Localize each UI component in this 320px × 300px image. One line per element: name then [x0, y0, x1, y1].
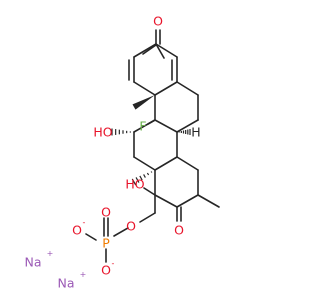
bond-c8-c9	[154, 119, 178, 133]
bond-c7-c8	[176, 119, 199, 133]
bond-c12-c13	[133, 156, 156, 171]
bond-c3-c4a	[155, 43, 165, 59]
bond-c14-c15	[176, 156, 199, 171]
atom-label-na_1: Na	[24, 255, 41, 270]
bond-c16-methyl	[197, 194, 220, 208]
charge-o_neg_1: -	[83, 218, 86, 227]
bond-lines	[85, 29, 220, 263]
bond-c1-c10	[133, 81, 156, 96]
charge-na_1: +	[47, 249, 54, 258]
atom-label-o_neg_1: O	[72, 223, 82, 238]
bond-c16-c17a	[176, 194, 199, 208]
bond-c13-methyl-dash-1	[150, 171, 153, 173]
charge-o_neg_2: -	[112, 259, 115, 268]
bond-c5-c6	[176, 81, 199, 96]
atom-label-o_ester: O	[126, 219, 136, 234]
atom-label-o_neg_2: O	[101, 263, 111, 278]
bond-c9-c11	[133, 119, 156, 133]
bond-c4-c3	[155, 43, 178, 58]
atom-label-oh_c11: HO	[93, 125, 112, 140]
bond-c13-methyl-dash-3	[143, 174, 146, 178]
bond-p-o-neg1	[85, 233, 97, 241]
bond-c13-methyl-dash-5	[135, 177, 140, 183]
bond-c17-oh	[143, 187, 156, 196]
bond-c13-methyl-dash-6	[131, 178, 137, 186]
atom-label-o_ketone_d: O	[174, 223, 184, 238]
bond-c13-c14	[154, 156, 178, 171]
bond-c17a-c17	[154, 194, 178, 208]
atom-label-o_ketone_a: O	[153, 14, 163, 29]
bond-c10-c5	[154, 81, 178, 96]
atom-label-o_p_eq: O	[101, 205, 111, 220]
bond-c13-methyl-dash-2	[146, 172, 150, 176]
atom-label-p: P	[102, 236, 110, 251]
charge-na_2: +	[80, 270, 87, 279]
atom-label-oh_c17: HO	[125, 177, 144, 192]
atom-label-na_2: Na	[57, 276, 74, 291]
atom-label-h_c8: H	[191, 125, 200, 140]
bond-c3-c2a	[133, 43, 157, 58]
atom-label-f: F	[139, 119, 146, 134]
bond-ch2-o	[139, 212, 156, 223]
bond-c10-methyl	[132, 95, 155, 110]
bond-c13-methyl-dash-4	[139, 175, 143, 181]
bond-c3-c2	[142, 44, 157, 55]
bond-o-p	[113, 227, 129, 237]
